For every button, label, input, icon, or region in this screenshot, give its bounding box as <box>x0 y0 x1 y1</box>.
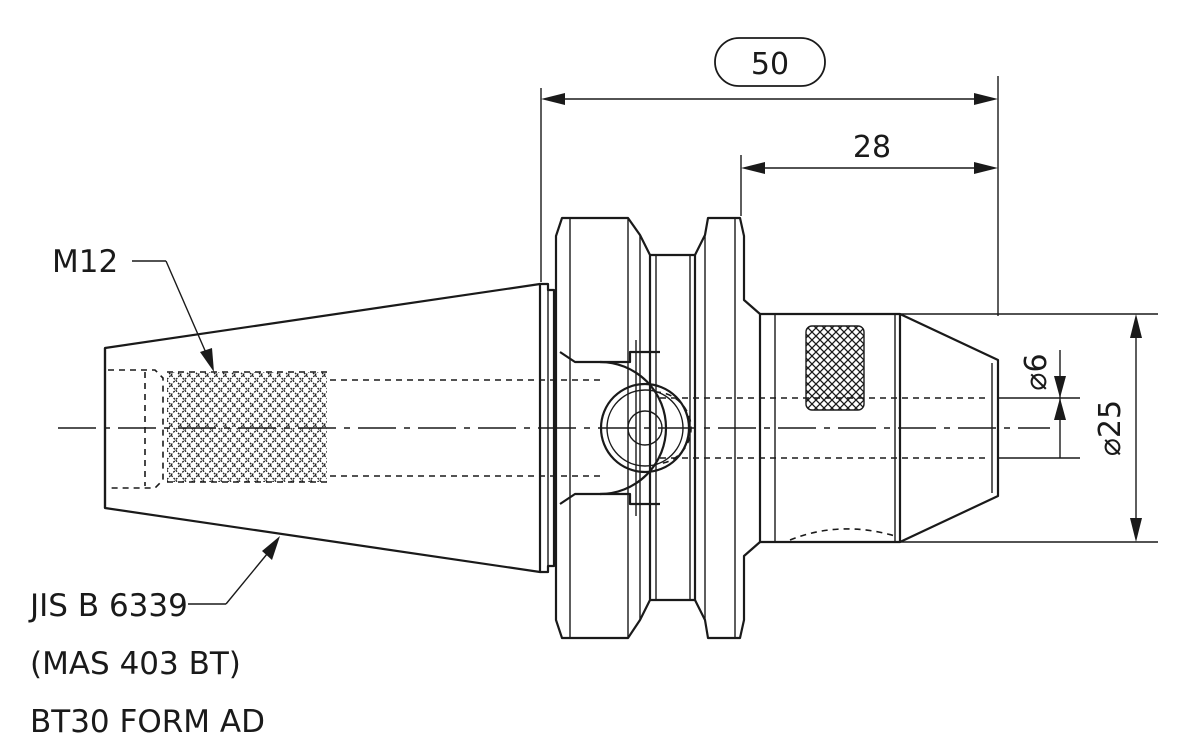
dimension-d6-label: ⌀6 <box>1019 353 1054 390</box>
dimension-28-label: 28 <box>853 130 891 165</box>
standard-alt-label: (MAS 403 BT) <box>30 646 241 682</box>
thread-leader <box>132 260 214 372</box>
dimension-50-label: 50 <box>751 47 789 82</box>
side-lock-screw <box>599 360 692 496</box>
thread-region <box>167 372 327 482</box>
thread-label: M12 <box>52 244 118 280</box>
dimension-d25-label: ⌀25 <box>1093 400 1128 456</box>
dimension-d6 <box>998 350 1080 459</box>
standard-leader <box>188 536 280 605</box>
set-screw-knurl <box>805 325 865 411</box>
dimension-50 <box>540 37 999 316</box>
dimension-d25 <box>900 313 1158 543</box>
standard-label: JIS B 6339 <box>28 588 188 624</box>
dimension-28 <box>740 155 998 216</box>
form-label: BT30 FORM AD <box>30 704 265 740</box>
flange <box>554 216 762 640</box>
shank-step <box>540 282 556 574</box>
